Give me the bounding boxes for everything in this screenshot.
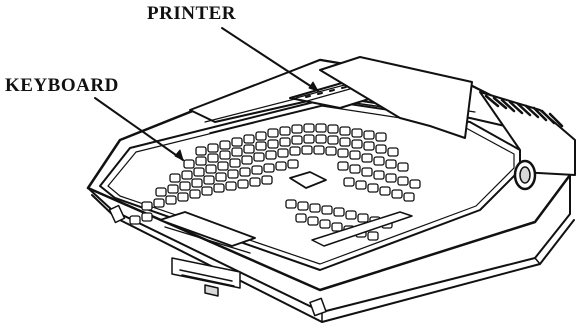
space-bar: [159, 211, 256, 247]
space-bar-long: [164, 226, 251, 254]
keyboard-label: KEYBOARD: [5, 75, 119, 96]
key-rows: [129, 123, 421, 241]
key-row-4: [155, 159, 421, 197]
right-key-strip: [311, 211, 413, 247]
key-row-6: [129, 199, 393, 229]
platen-dots: [305, 80, 371, 98]
keyboard-callout-arrow: [94, 97, 184, 161]
center-key-block: [289, 171, 327, 189]
key-row-3: [169, 145, 409, 183]
printer-callout-arrow: [221, 27, 319, 92]
paper-sheet: [319, 56, 473, 139]
foot-front: [309, 297, 327, 317]
printer-label: PRINTER: [147, 3, 237, 24]
vent-slats: [484, 94, 564, 128]
connector-block: [171, 257, 241, 297]
keyboard-arrowhead: [174, 149, 184, 161]
printer-arrowhead: [308, 81, 319, 92]
side-knob-inner: [519, 166, 531, 184]
vent-block: [479, 91, 576, 176]
key-row-5: [141, 175, 415, 211]
foot-left: [108, 204, 126, 224]
key-row-2: [183, 134, 399, 169]
key-row-1: [195, 123, 387, 156]
